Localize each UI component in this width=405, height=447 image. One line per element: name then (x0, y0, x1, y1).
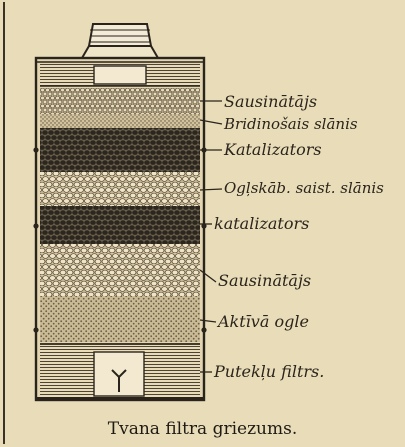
layer-aktiva-ogle (40, 296, 200, 342)
label-puteklu-filtrs: Putekļu filtrs. (214, 364, 324, 380)
label-katalizators-top: Katalizators (224, 142, 322, 158)
layer-sausinatajs-top (40, 88, 200, 114)
bottom-dust-filter (36, 344, 204, 398)
layer-katalizators-mid (40, 206, 200, 244)
label-sausinatajs-top: Sausinātājs (224, 94, 317, 110)
layer-oglskab (40, 172, 200, 206)
figure-caption: Tvana filtra griezums. (0, 419, 405, 439)
filter-neck (82, 24, 158, 58)
label-bridinosais: Bridinošais slānis (224, 117, 358, 132)
top-screen (40, 64, 200, 86)
layer-bridinosais (40, 114, 200, 128)
label-sausinatajs-bottom: Sausinātājs (218, 273, 311, 289)
label-aktiva-ogle: Aktīvā ogle (218, 314, 309, 330)
layer-katalizators-top (40, 128, 200, 172)
label-oglskab: Ogļskāb. saist. slānis (224, 181, 384, 196)
layer-sausinatajs-bottom (40, 244, 200, 296)
label-katalizators-mid: katalizators (214, 216, 309, 232)
